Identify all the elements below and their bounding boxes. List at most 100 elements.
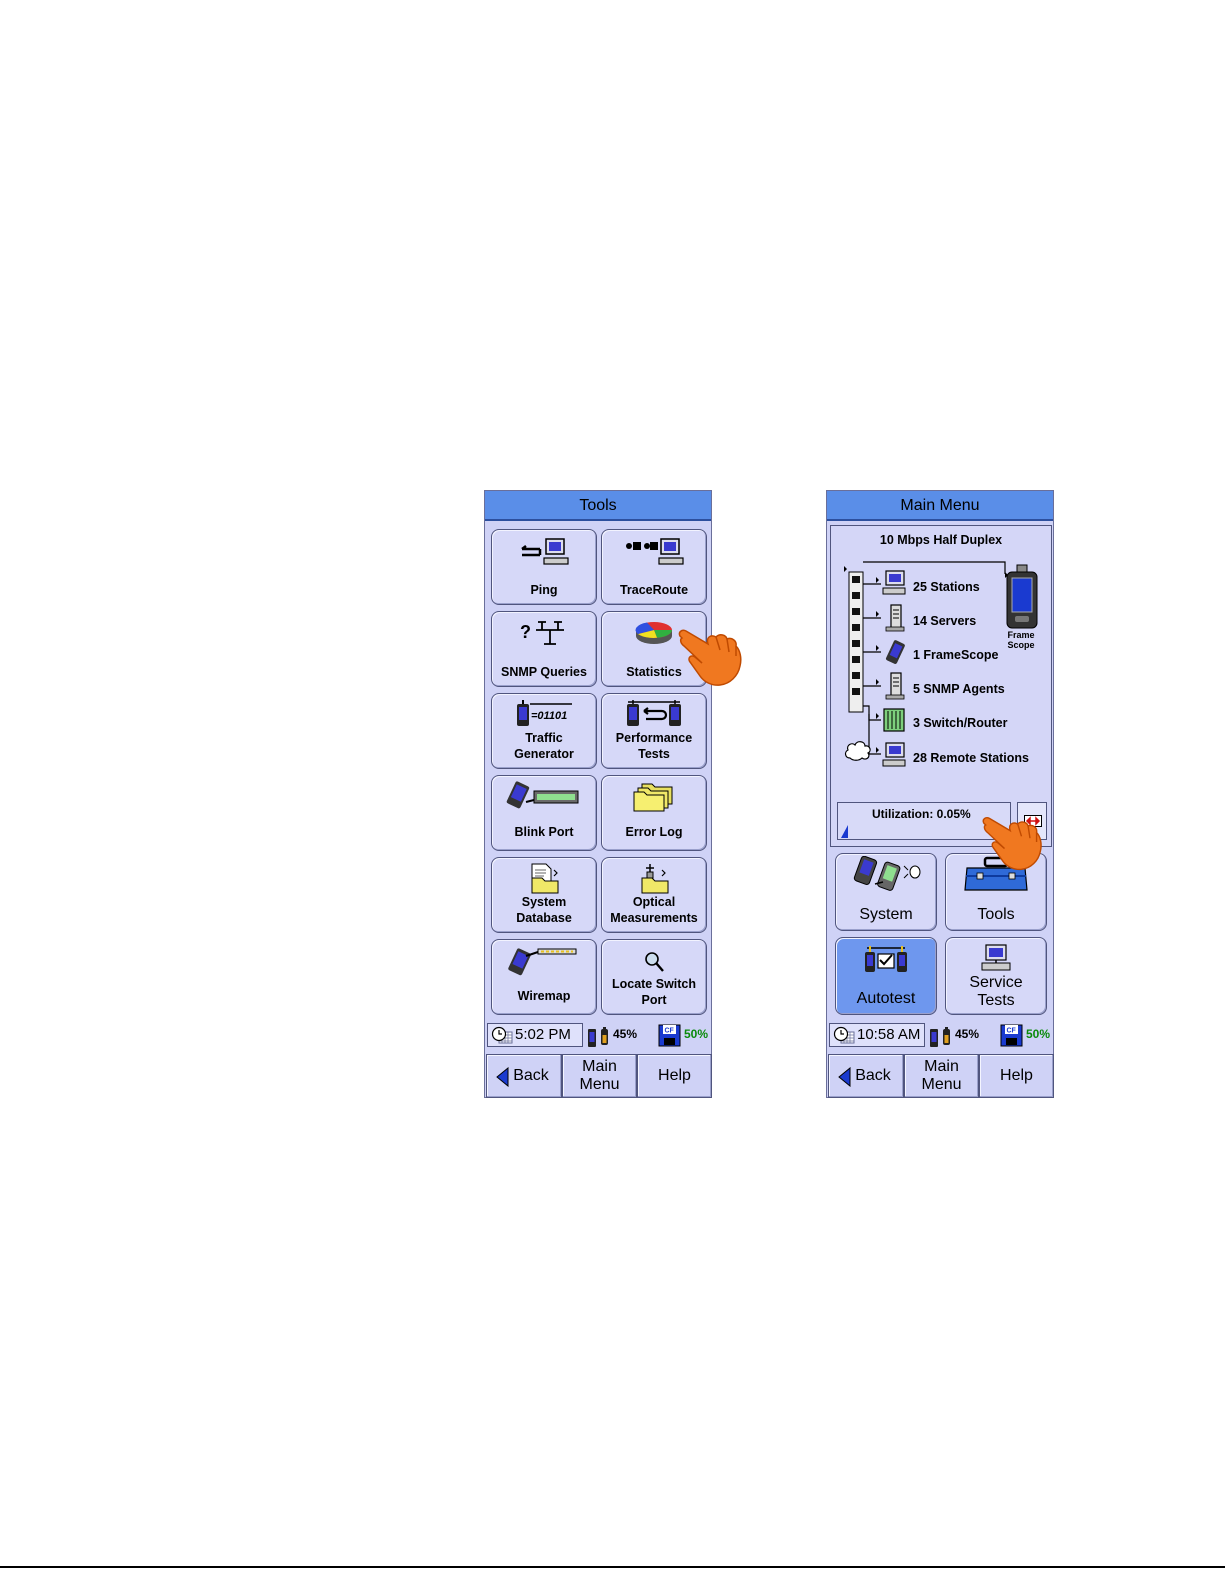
statistics-pie-icon bbox=[635, 622, 672, 644]
wiremap-icon bbox=[508, 948, 577, 976]
cloud-icon bbox=[844, 741, 871, 761]
pointing-hand-icon bbox=[982, 817, 1042, 871]
service-tests-icon bbox=[981, 944, 1011, 971]
help-button[interactable]: Help bbox=[979, 1054, 1054, 1098]
snmp-queries-label: SNMP Queries bbox=[501, 665, 587, 679]
storage-percent: 50% bbox=[1026, 1027, 1051, 1041]
tools-title: Tools bbox=[485, 491, 711, 521]
framescope-device-icon bbox=[1006, 564, 1038, 629]
snmp-queries-button[interactable]: ? SNMP Queries bbox=[491, 611, 597, 687]
remote-station-icon bbox=[882, 742, 906, 767]
performance-tests-button[interactable]: Performance Tests bbox=[601, 693, 707, 769]
back-button[interactable]: Back bbox=[486, 1054, 562, 1098]
system-database-icon bbox=[531, 863, 559, 894]
service-tests-label: Service Tests bbox=[969, 974, 1023, 1009]
utilization-bar bbox=[841, 825, 848, 838]
cf-storage-icon: CF bbox=[1000, 1024, 1023, 1047]
locate-switch-port-label: Locate Switch Port bbox=[611, 977, 697, 1007]
battery-percent: 45% bbox=[955, 1027, 980, 1041]
cf-storage-icon: CF bbox=[658, 1024, 681, 1047]
clock[interactable]: 10:58 AM bbox=[829, 1023, 925, 1047]
autotest-button[interactable]: Autotest bbox=[835, 937, 937, 1015]
blink-port-button[interactable]: Blink Port bbox=[491, 775, 597, 851]
toolbox-icon bbox=[964, 856, 1028, 891]
main-menu-button[interactable]: Main Menu bbox=[562, 1054, 637, 1098]
storage-percent: 50% bbox=[684, 1027, 709, 1041]
traffic-generator-button[interactable]: =01101 Traffic Generator bbox=[491, 693, 597, 769]
performance-tests-icon bbox=[627, 700, 681, 726]
statistics-label: Statistics bbox=[626, 665, 682, 679]
optical-measurements-label: Optical Measurements bbox=[610, 895, 698, 925]
performance-tests-label: Performance Tests bbox=[615, 731, 693, 761]
snmp-queries-icon: ? bbox=[520, 621, 564, 645]
ping-label: Ping bbox=[530, 583, 558, 597]
ping-icon bbox=[521, 538, 569, 565]
system-database-button[interactable]: System Database bbox=[491, 857, 597, 933]
nav-bar: Back Main Menu Help bbox=[485, 1054, 712, 1098]
optical-measurements-icon bbox=[641, 864, 669, 894]
traffic-generator-label: Traffic Generator bbox=[514, 731, 574, 761]
nav-bar: Back Main Menu Help bbox=[827, 1054, 1054, 1098]
device-battery-icon bbox=[930, 1027, 950, 1047]
svg-text:CF: CF bbox=[665, 1028, 675, 1035]
snmp-agents-count: 5 SNMP Agents bbox=[913, 682, 1005, 696]
main-menu-screen: Main Menu 10 Mbps Half Duplex 25 Station… bbox=[826, 490, 1054, 1098]
ping-button[interactable]: Ping bbox=[491, 529, 597, 605]
locate-switch-port-button[interactable]: Locate Switch Port bbox=[601, 939, 707, 1015]
stations-count: 25 Stations bbox=[913, 580, 980, 594]
page-bottom-rule bbox=[0, 1566, 1225, 1568]
main-menu-title: Main Menu bbox=[827, 491, 1053, 521]
traceroute-button[interactable]: TraceRoute bbox=[601, 529, 707, 605]
switch-router-icon bbox=[883, 708, 905, 732]
clock[interactable]: 5:02 PM bbox=[487, 1023, 583, 1047]
server-icon bbox=[885, 604, 905, 632]
expand-icon bbox=[1024, 815, 1042, 827]
status-bar: 10:58 AM 45% CF 50% bbox=[827, 1021, 1053, 1051]
tools-label: Tools bbox=[977, 906, 1015, 923]
system-database-label: System Database bbox=[516, 895, 572, 925]
autotest-icon bbox=[865, 946, 907, 972]
system-icon bbox=[853, 856, 921, 891]
magnifier-icon bbox=[645, 952, 664, 972]
framescope-device-label: Frame Scope bbox=[1007, 630, 1035, 650]
back-arrow-icon bbox=[838, 1067, 851, 1087]
error-log-label: Error Log bbox=[625, 825, 683, 839]
blink-port-icon bbox=[506, 781, 579, 809]
traceroute-label: TraceRoute bbox=[619, 583, 689, 597]
optical-measurements-button[interactable]: Optical Measurements bbox=[601, 857, 707, 933]
pointing-hand-icon bbox=[678, 629, 742, 686]
device-battery-icon bbox=[588, 1027, 608, 1047]
traffic-generator-icon: =01101 bbox=[517, 700, 572, 726]
wiremap-button[interactable]: Wiremap bbox=[491, 939, 597, 1015]
network-hub-diagram bbox=[844, 561, 1008, 755]
clock-icon bbox=[833, 1026, 855, 1044]
tools-screen: Tools Ping TraceRoute ? SNMP Queries bbox=[484, 490, 712, 1098]
status-bar: 5:02 PM 45% CF 50% bbox=[485, 1021, 711, 1051]
framescope-small-icon bbox=[885, 640, 905, 664]
main-menu-button[interactable]: Main Menu bbox=[904, 1054, 979, 1098]
service-tests-button[interactable]: Service Tests bbox=[945, 937, 1047, 1015]
utilization-label: Utilization: 0.05% bbox=[872, 807, 971, 821]
help-button[interactable]: Help bbox=[637, 1054, 712, 1098]
wiremap-label: Wiremap bbox=[517, 989, 571, 1003]
traceroute-icon bbox=[626, 538, 684, 565]
svg-text:CF: CF bbox=[1007, 1028, 1017, 1035]
autotest-label: Autotest bbox=[856, 990, 916, 1007]
link-status: 10 Mbps Half Duplex bbox=[879, 533, 1003, 547]
clock-icon bbox=[491, 1026, 513, 1044]
framescope-count: 1 FrameScope bbox=[913, 648, 999, 662]
svg-text:=01101: =01101 bbox=[531, 710, 567, 722]
back-arrow-icon bbox=[496, 1067, 509, 1087]
error-log-button[interactable]: Error Log bbox=[601, 775, 707, 851]
system-button[interactable]: System bbox=[835, 853, 937, 931]
svg-text:?: ? bbox=[520, 622, 531, 642]
blink-port-label: Blink Port bbox=[514, 825, 574, 839]
battery-percent: 45% bbox=[613, 1027, 638, 1041]
remote-stations-count: 28 Remote Stations bbox=[913, 751, 1030, 765]
system-label: System bbox=[859, 906, 913, 923]
switch-router-count: 3 Switch/Router bbox=[913, 716, 1008, 730]
utilization-meter[interactable]: Utilization: 0.05% bbox=[837, 802, 1011, 840]
snmp-agent-icon bbox=[885, 672, 905, 700]
back-button[interactable]: Back bbox=[828, 1054, 904, 1098]
network-summary-panel[interactable]: 10 Mbps Half Duplex 25 Stations bbox=[830, 525, 1052, 847]
